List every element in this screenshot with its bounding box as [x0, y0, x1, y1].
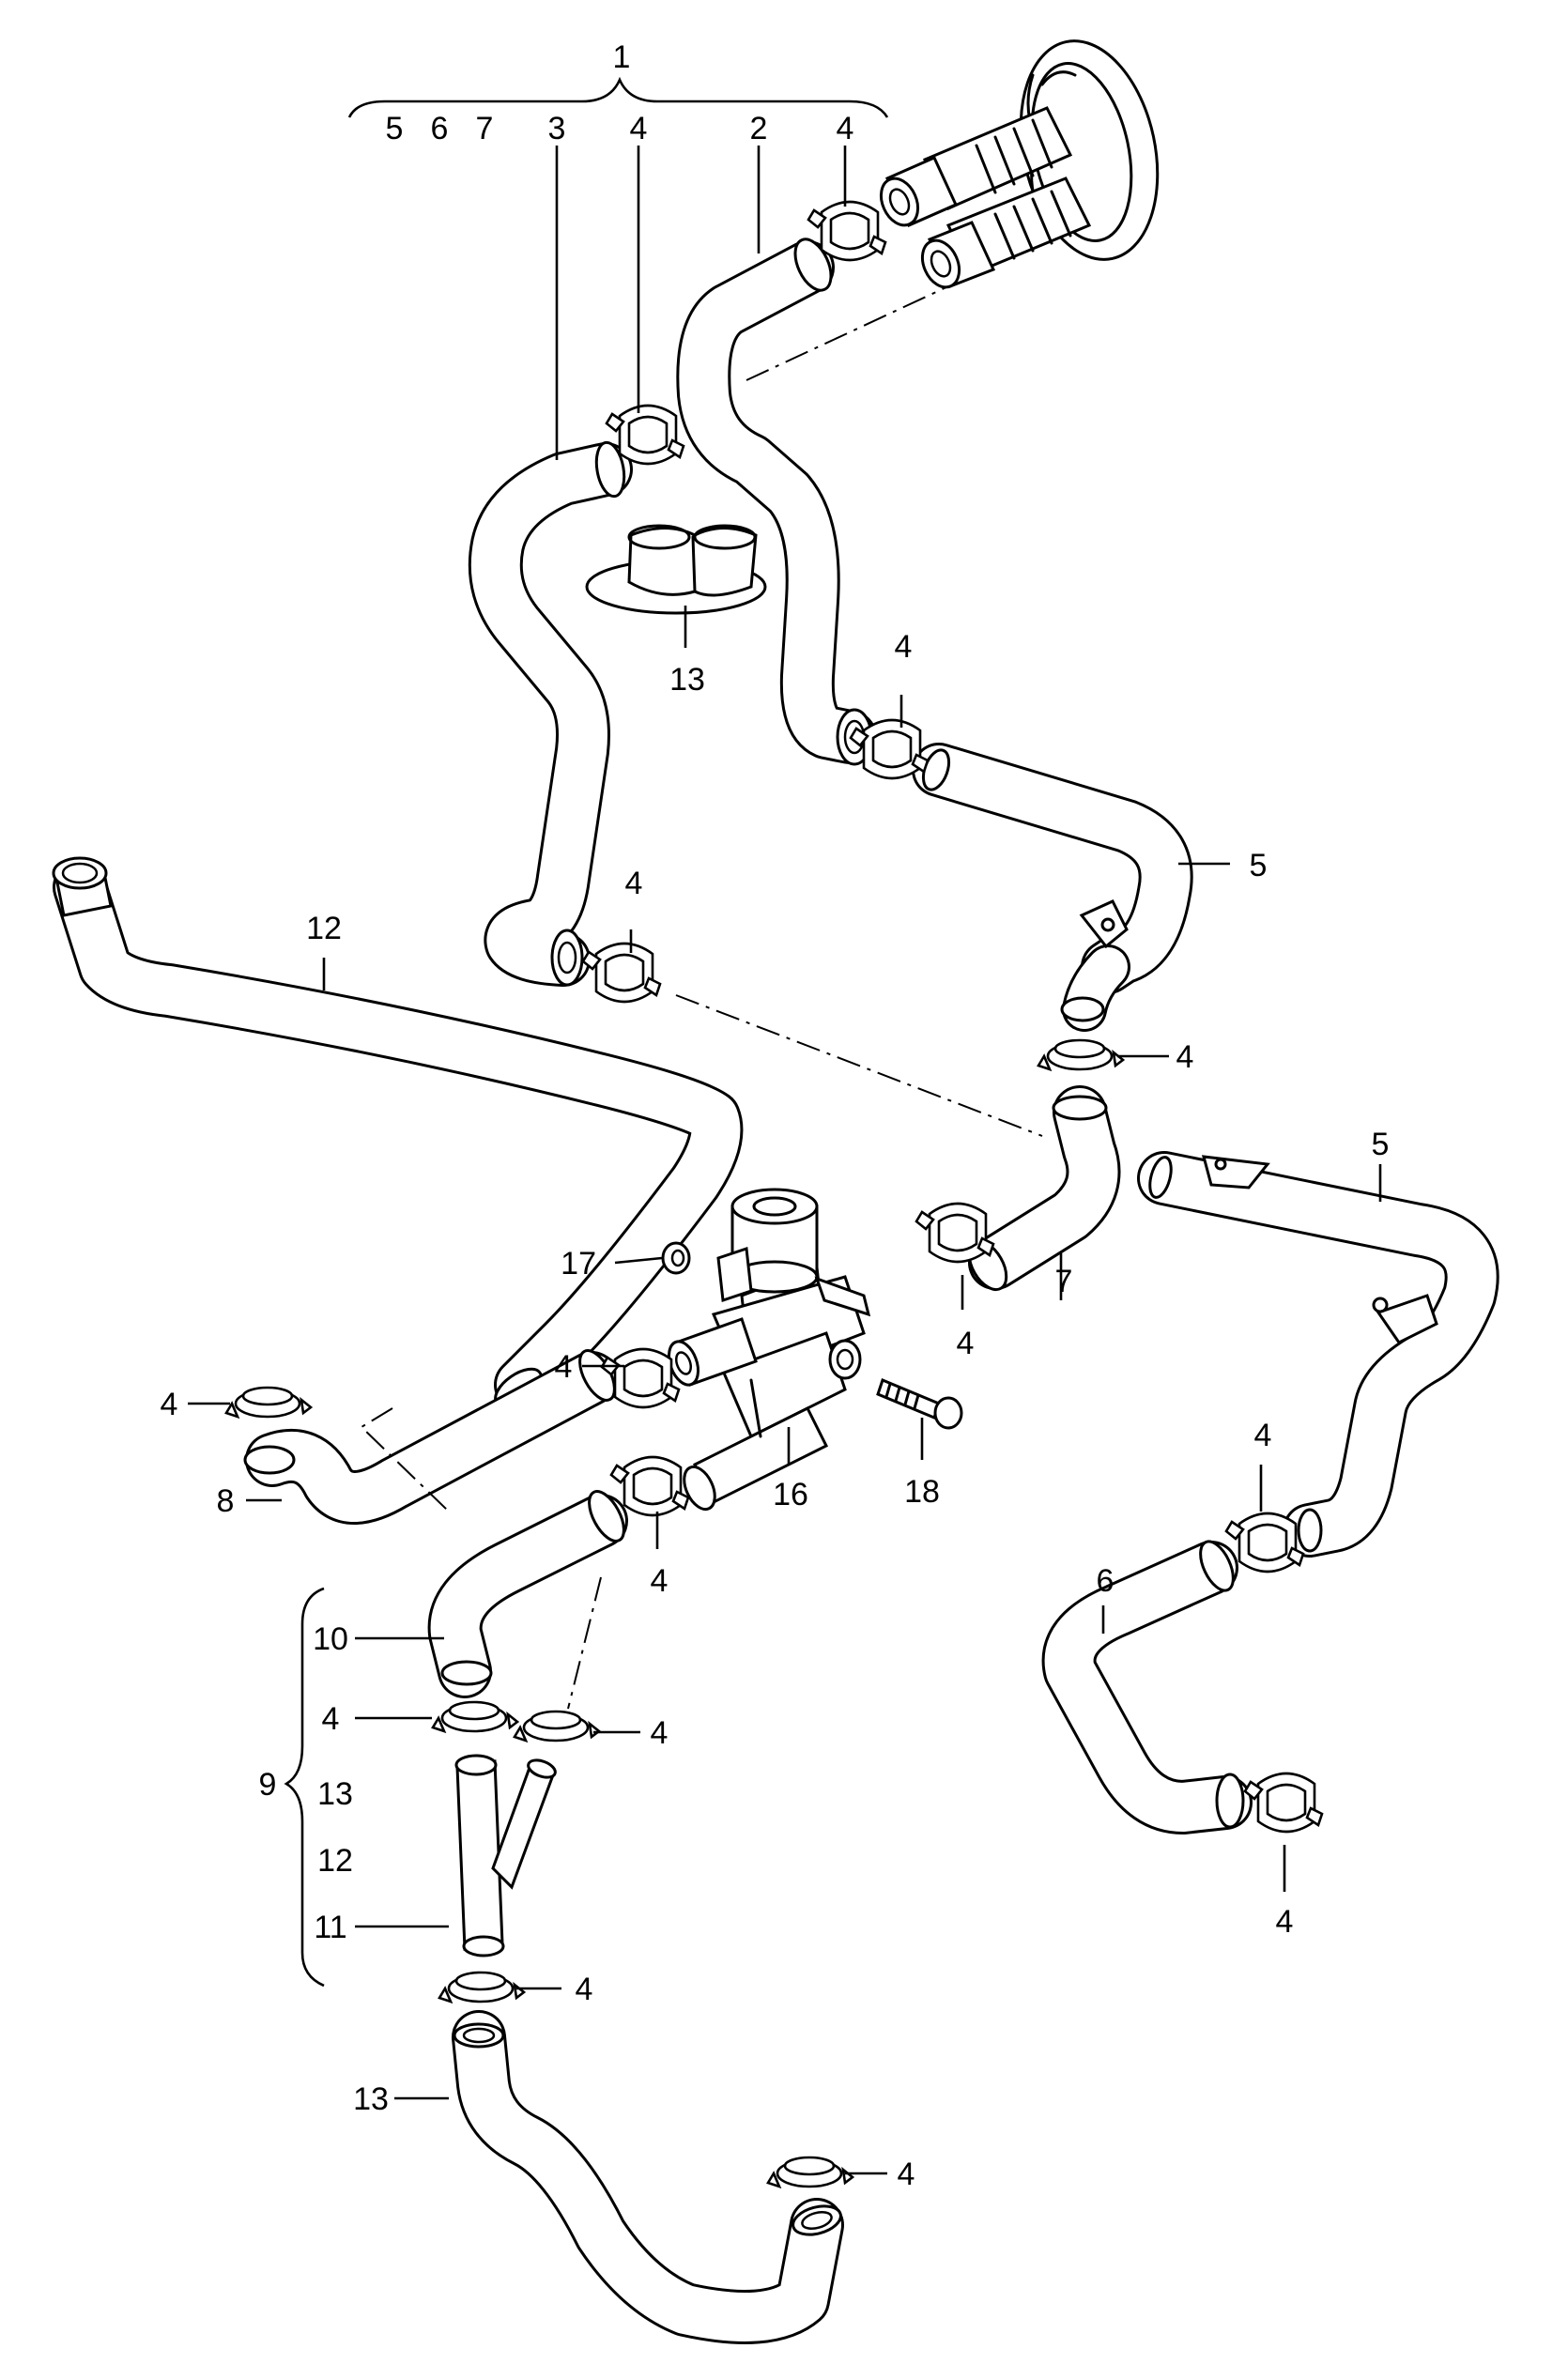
part-17: [661, 1241, 691, 1275]
callout-4: 4: [1276, 1904, 1294, 1940]
hose-7: [967, 1085, 1121, 1292]
hose-clamp: [1243, 1772, 1324, 1834]
callout-13: 13: [317, 1776, 353, 1812]
callout-2: 2: [750, 111, 768, 146]
callout-18: 18: [904, 1474, 940, 1510]
callout-16: 16: [773, 1477, 808, 1512]
brace-group-1: [347, 76, 889, 118]
valve-16: [667, 1188, 871, 1512]
callout-3: 3: [548, 111, 566, 146]
hose-8: [243, 1349, 619, 1525]
callout-11: 11: [314, 1910, 346, 1945]
hose-5-lower: [1137, 1151, 1499, 1558]
callout-17: 17: [561, 1246, 596, 1282]
hose-10: [427, 1490, 628, 1698]
callout-12: 12: [317, 1843, 353, 1879]
callout-4: 4: [625, 866, 643, 901]
callout-4: 4: [576, 1972, 593, 2007]
brace-group-9: [284, 1587, 325, 1988]
hose-12: [52, 856, 744, 1412]
hose-clamp: [513, 1710, 601, 1742]
callout-1: 1: [613, 39, 631, 75]
callout-13: 13: [669, 662, 705, 698]
callout-9: 9: [259, 1767, 277, 1803]
callout-4: 4: [895, 629, 913, 665]
callout-5: 5: [386, 111, 404, 146]
grommet-13: [585, 524, 767, 615]
dashed-connector: [567, 1576, 602, 1710]
callout-4: 4: [1176, 1039, 1194, 1075]
callout-13: 13: [353, 2081, 389, 2117]
callout-7: 7: [476, 111, 494, 146]
callout-4: 4: [837, 111, 854, 146]
callout-4: 4: [630, 111, 648, 146]
leader-lines: [188, 146, 1382, 2175]
hose-clamp: [915, 1202, 995, 1264]
callout-4: 4: [651, 1715, 669, 1751]
hose-clamp: [766, 2156, 854, 2188]
bulkhead-seal: [879, 39, 1160, 289]
hose-6: [1041, 1540, 1253, 1834]
hose-clamp: [431, 1700, 519, 1733]
dashed-connector: [746, 285, 949, 381]
callout-5: 5: [1372, 1127, 1390, 1162]
hose-clamp: [224, 1386, 313, 1419]
callout-6: 6: [1097, 1563, 1115, 1599]
callout-10: 10: [313, 1621, 348, 1657]
callout-4: 4: [555, 1349, 573, 1385]
hose-3: [468, 440, 633, 987]
callout-4: 4: [957, 1326, 975, 1361]
callout-5: 5: [1250, 848, 1268, 883]
hose-2: [676, 238, 877, 766]
callout-4: 4: [322, 1701, 340, 1737]
callout-6: 6: [431, 111, 449, 146]
hose-clamp: [438, 1971, 526, 2003]
bolt-18: [876, 1377, 963, 1430]
callout-4: 4: [161, 1387, 178, 1422]
callout-8: 8: [217, 1483, 235, 1519]
hose-clamp: [1037, 1038, 1125, 1071]
dashed-connector: [360, 1407, 450, 1512]
callout-4: 4: [651, 1563, 669, 1599]
callout-4: 4: [1254, 1418, 1272, 1453]
callout-4: 4: [898, 2157, 915, 2192]
dashed-connector: [675, 994, 1043, 1137]
hose-5-upper: [912, 743, 1193, 1032]
hose-13-bottom: [452, 2010, 844, 2344]
callout-12: 12: [306, 911, 342, 946]
hose-clamp: [581, 942, 662, 1004]
callout-7: 7: [1055, 1264, 1073, 1299]
y-piece-11: [454, 1754, 557, 1957]
